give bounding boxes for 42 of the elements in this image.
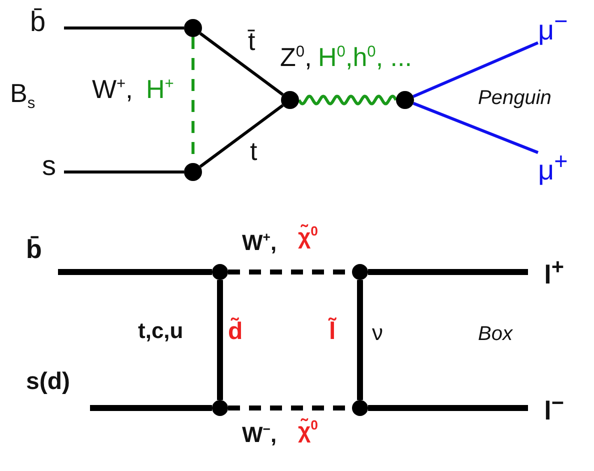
particle-label: b̄ — [26, 236, 58, 280]
vertex-dot — [184, 19, 202, 37]
particle-label: l$^{+}$ — [528, 256, 564, 288]
connector-line — [357, 280, 363, 400]
particle-label: Box — [478, 324, 512, 344]
vertex-dot — [396, 91, 414, 109]
particle-label: χ̃$^{0}$ — [298, 420, 318, 442]
connector-line — [412, 41, 539, 98]
particle-label: Penguin — [478, 88, 552, 108]
particle-label: B$_{s}$ — [10, 80, 36, 106]
connector-line — [90, 405, 212, 411]
edge-label: W$^{−}$, — [242, 424, 277, 446]
vertex-dot — [352, 264, 368, 280]
wavy-line — [298, 94, 398, 106]
connector-line — [64, 170, 184, 174]
connector-line — [64, 26, 184, 30]
particle-label: l̃ — [329, 320, 336, 344]
connector-line — [217, 280, 223, 400]
particle-label: d̃ — [228, 320, 243, 344]
connector-line — [199, 104, 284, 168]
particle-label: χ̃$^{0}$ — [298, 226, 318, 248]
vertex-dot — [352, 400, 368, 416]
connector-line — [368, 269, 528, 275]
connector-line — [412, 102, 539, 154]
edge-label: Z$^{0}$, — [280, 44, 312, 70]
connector-line — [199, 32, 284, 96]
particle-label: l$^{−}$ — [528, 392, 564, 424]
particle-label: s(d) — [26, 370, 90, 414]
particle-label: b̄ — [30, 8, 64, 48]
particle-label: s — [42, 152, 64, 188]
particle-label: H$^{0}$,h$^{0}$, ... — [318, 44, 412, 70]
vertex-dot — [212, 400, 228, 416]
connector-line — [368, 405, 528, 411]
particle-label: μ$^{+}$ — [538, 150, 578, 184]
edge-label: W$^{+}$, — [242, 232, 277, 254]
vertex-dot — [184, 163, 202, 181]
vertex-dot — [281, 91, 299, 109]
vertex-dot — [212, 264, 228, 280]
particle-label: μ$^{−}$ — [538, 10, 578, 44]
particle-label: H$^{+}$ — [146, 76, 174, 102]
particle-label: ν — [372, 322, 383, 344]
connector-line — [58, 269, 212, 275]
